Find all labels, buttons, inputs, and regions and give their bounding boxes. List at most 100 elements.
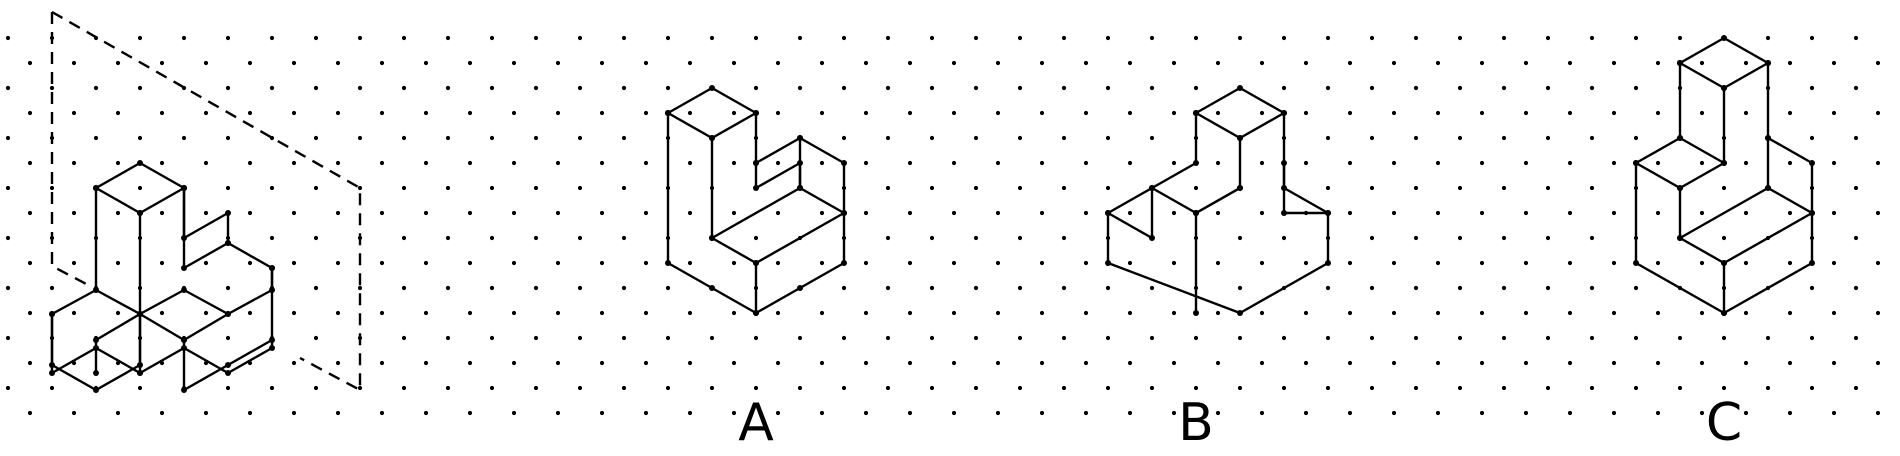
- grid-dot: [357, 35, 363, 41]
- grid-dot: [973, 35, 979, 41]
- grid-dot: [1567, 60, 1573, 66]
- grid-dot: [225, 285, 231, 291]
- grid-dot: [1171, 260, 1177, 266]
- grid-dot: [203, 410, 209, 416]
- grid-dot: [951, 260, 957, 266]
- grid-dot: [1875, 360, 1881, 366]
- solid-vertex: [181, 185, 187, 191]
- grid-dot: [313, 185, 319, 191]
- grid-dot: [1655, 360, 1661, 366]
- option-label-a: A: [738, 393, 774, 453]
- grid-dot: [819, 310, 825, 316]
- grid-dot: [775, 310, 781, 316]
- solid-vertex: [797, 285, 803, 291]
- grid-dot: [643, 310, 649, 316]
- grid-dot: [1171, 360, 1177, 366]
- grid-dot: [1347, 410, 1353, 416]
- solid-vertex: [797, 185, 803, 191]
- solid-vertex: [181, 345, 187, 351]
- grid-dot: [819, 60, 825, 66]
- grid-dot: [1105, 85, 1111, 91]
- grid-dot: [313, 35, 319, 41]
- solid-vertex: [841, 160, 847, 166]
- grid-dot: [1303, 110, 1309, 116]
- grid-dot: [621, 185, 627, 191]
- grid-dot: [1743, 160, 1749, 166]
- grid-dot: [1435, 360, 1441, 366]
- grid-dot: [1545, 185, 1551, 191]
- b-edge: [1194, 186, 1242, 215]
- grid-dot: [1039, 160, 1045, 166]
- grid-dot: [1655, 110, 1661, 116]
- grid-dot: [577, 85, 583, 91]
- grid-dot: [1413, 335, 1419, 341]
- grid-dot: [907, 160, 913, 166]
- grid-dot: [401, 235, 407, 241]
- grid-dot: [533, 185, 539, 191]
- grid-dot: [819, 160, 825, 166]
- grid-dot: [863, 160, 869, 166]
- grid-dot: [1853, 135, 1859, 141]
- grid-dot: [643, 260, 649, 266]
- grid-dot: [1193, 85, 1199, 91]
- grid-dot: [863, 410, 869, 416]
- grid-dot: [1171, 160, 1177, 166]
- grid-dot: [225, 335, 231, 341]
- grid-dot: [49, 285, 55, 291]
- grid-dot: [731, 410, 737, 416]
- grid-dot: [445, 235, 451, 241]
- grid-dot: [5, 385, 11, 391]
- grid-dot: [1259, 410, 1265, 416]
- grid-dot: [1567, 210, 1573, 216]
- solid-vertex: [1281, 210, 1287, 216]
- grid-dot: [1875, 310, 1881, 316]
- grid-dot: [863, 110, 869, 116]
- grid-dot: [533, 235, 539, 241]
- grid-dot: [951, 60, 957, 66]
- grid-dot: [1809, 385, 1815, 391]
- grid-dot: [1677, 35, 1683, 41]
- grid-dot: [1457, 285, 1463, 291]
- grid-dot: [1875, 210, 1881, 216]
- solid-vertex: [841, 260, 847, 266]
- grid-dot: [159, 410, 165, 416]
- grid-dot: [1017, 385, 1023, 391]
- grid-dot: [445, 35, 451, 41]
- solid-vertex: [1149, 185, 1155, 191]
- grid-dot: [1105, 335, 1111, 341]
- grid-dot: [1391, 210, 1397, 216]
- grid-dot: [885, 85, 891, 91]
- grid-dot: [1743, 360, 1749, 366]
- grid-dot: [511, 410, 517, 416]
- grid-dot: [1435, 110, 1441, 116]
- grid-dot: [819, 360, 825, 366]
- grid-dot: [621, 235, 627, 241]
- grid-dot: [885, 385, 891, 391]
- grid-dot: [731, 310, 737, 316]
- grid-dot: [973, 385, 979, 391]
- grid-dot: [1501, 235, 1507, 241]
- grid-dot: [1347, 160, 1353, 166]
- grid-dot: [423, 410, 429, 416]
- option-b-figure: [1105, 85, 1331, 316]
- grid-dot: [599, 60, 605, 66]
- grid-dot: [1545, 335, 1551, 341]
- grid-dot: [1831, 110, 1837, 116]
- solid-vertex: [1237, 135, 1243, 141]
- grid-dot: [1589, 285, 1595, 291]
- grid-dot: [1501, 35, 1507, 41]
- grid-dot: [1677, 385, 1683, 391]
- c-edge: [1766, 186, 1814, 215]
- grid-dot: [1193, 185, 1199, 191]
- grid-dot: [533, 135, 539, 141]
- grid-dot: [203, 260, 209, 266]
- grid-dot: [1325, 85, 1331, 91]
- grid-dot: [1699, 260, 1705, 266]
- grid-dot: [1127, 260, 1133, 266]
- solid-vertex: [1237, 310, 1243, 316]
- grid-dot: [1611, 260, 1617, 266]
- grid-dot: [1325, 385, 1331, 391]
- grid-dot: [731, 260, 737, 266]
- grid-dot: [1127, 60, 1133, 66]
- grid-dot: [1479, 60, 1485, 66]
